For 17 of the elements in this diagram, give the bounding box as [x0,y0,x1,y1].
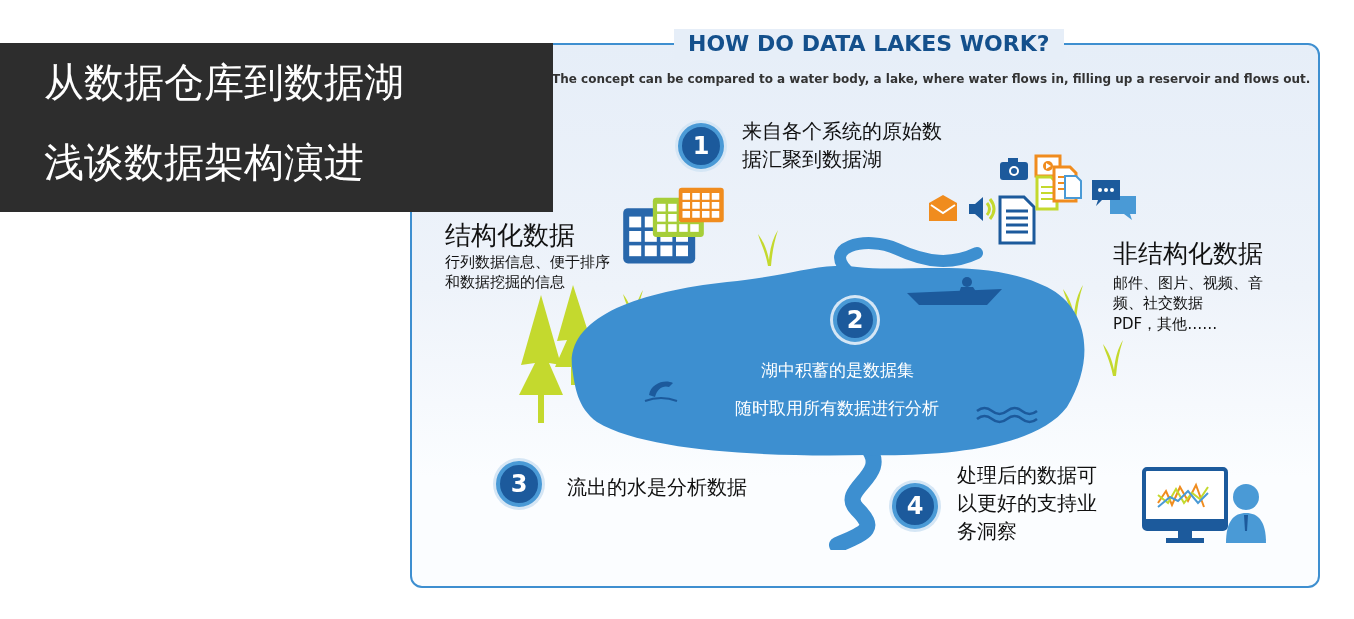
banner-title: 从数据仓库到数据湖 [44,58,404,106]
section-heading: 非结构化数据 [1113,238,1264,270]
section-text: 邮件、图片、视频、音频、社交数据 [1113,273,1264,313]
step-text: 处理后的数据可以更好的支持业务洞察 [957,462,1098,545]
step-number-circle: 2 [833,298,877,342]
step-number-circle: 1 [678,123,724,169]
section-heading: 结构化数据 [445,219,576,252]
step-text: 来自各个系统的原始数据汇聚到数据湖 [742,118,942,173]
intro-sentence: The concept can be compared to a water body, a lake, where water flows in, filling up a reservoir and flows out. [552,72,1311,86]
section-text: 行列数据信息、便于排序和数据挖掘的信息 [445,252,611,292]
section-heading: PDF，其他…… [1113,314,1219,334]
lake-text: 随时取用所有数据进行分析 [735,397,939,420]
step-number-circle: 4 [892,483,938,529]
lake-text: 湖中积蓄的是数据集 [760,359,914,382]
step-number-circle: 3 [496,461,542,507]
banner-subtitle: 浅谈数据架构演进 [44,138,365,186]
step-text: 流出的水是分析数据 [567,474,748,501]
